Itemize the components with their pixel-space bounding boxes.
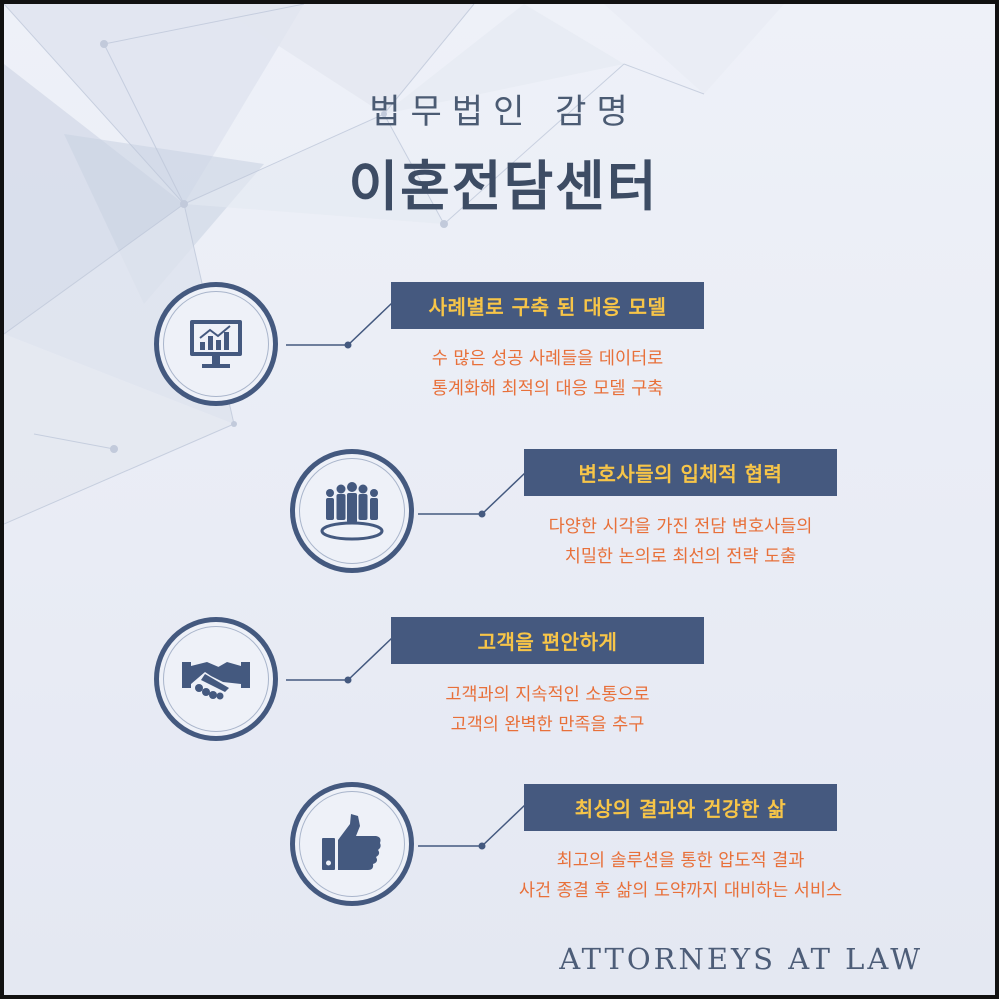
feature-description-1-line-1: 수 많은 성공 사례들을 데이터로	[431, 349, 664, 369]
feature-label-2: 변호사들의 입체적 협력	[524, 449, 837, 496]
firm-name: 법무법인 감명	[369, 92, 638, 132]
team-people-icon	[320, 482, 384, 541]
feature-label-1: 사례별로 구축 된 대응 모델	[391, 282, 704, 329]
feature-description-3: 고객과의 지속적인 소통으로 고객의 완벽한 만족을 추구	[391, 680, 704, 740]
feature-description-1: 수 많은 성공 사례들을 데이터로 통계화해 최적의 대응 모델 구축	[391, 344, 704, 404]
feature-description-2-line-1: 다양한 시각을 가진 전담 변호사들의	[548, 517, 813, 537]
feature-circle-4	[290, 782, 414, 906]
feature-circle-1	[154, 282, 278, 406]
connector-line-4	[418, 803, 527, 850]
connector-line-1	[286, 302, 393, 349]
feature-description-3-line-1: 고객과의 지속적인 소통으로	[445, 685, 650, 705]
feature-description-2-line-2: 치밀한 논의로 최선의 전략 도출	[564, 547, 797, 567]
feature-description-1-line-2: 통계화해 최적의 대응 모델 구축	[431, 379, 664, 399]
handshake-icon	[182, 662, 250, 700]
page-title: 이혼전담센터	[348, 155, 659, 218]
connector-line-3	[286, 637, 393, 684]
footer-tagline: ATTORNEYS AT LAW	[559, 942, 923, 976]
feature-description-2: 다양한 시각을 가진 전담 변호사들의 치밀한 논의로 최선의 전략 도출	[524, 512, 837, 572]
feature-description-4: 최고의 솔루션을 통한 압도적 결과 사건 종결 후 삶의 도약까지 대비하는 …	[504, 846, 857, 906]
monitor-chart-icon	[190, 320, 242, 368]
feature-label-3: 고객을 편안하게	[391, 617, 704, 664]
feature-circle-3	[154, 617, 278, 741]
feature-label-4: 최상의 결과와 건강한 삶	[524, 784, 837, 831]
connector-line-2	[418, 471, 527, 518]
feature-description-4-line-1: 최고의 솔루션을 통한 압도적 결과	[556, 851, 805, 871]
low-poly-background	[4, 4, 784, 525]
feature-circle-2	[290, 449, 414, 573]
thumbs-up-icon	[322, 814, 381, 870]
feature-description-4-line-2: 사건 종결 후 삶의 도약까지 대비하는 서비스	[518, 881, 843, 901]
feature-description-3-line-2: 고객의 완벽한 만족을 추구	[450, 715, 645, 735]
